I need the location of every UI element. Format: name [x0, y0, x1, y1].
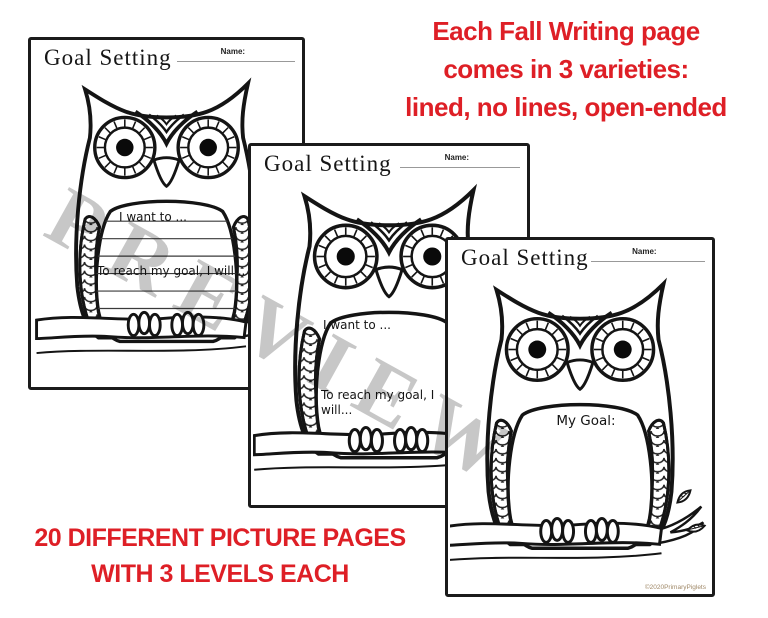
name-label: Name:	[632, 247, 657, 256]
writing-prompt: To reach my goal, I will...	[97, 264, 246, 278]
worksheet-page-open-ended: Goal Setting Name: My Goal: ©2020Primary…	[445, 237, 715, 597]
top-note-line: Each Fall Writing page	[432, 16, 700, 46]
name-line	[400, 167, 520, 168]
name-line	[177, 61, 295, 62]
top-note-line: lined, no lines, open-ended	[405, 92, 727, 122]
top-note-line: comes in 3 varieties:	[443, 54, 689, 84]
writing-prompt: My Goal:	[556, 413, 616, 429]
bottom-note: 20 DIFFERENT PICTURE PAGES WITH 3 LEVELS…	[8, 520, 432, 592]
bottom-note-line: WITH 3 LEVELS EACH	[91, 560, 349, 588]
copyright-text: ©2020PrimaryPiglets	[644, 584, 706, 591]
top-note: Each Fall Writing page comes in 3 variet…	[368, 12, 764, 126]
bottom-note-line: 20 DIFFERENT PICTURE PAGES	[34, 524, 406, 552]
writing-prompt: I want to ...	[119, 210, 187, 224]
page-title: Goal Setting	[264, 151, 392, 176]
writing-prompt: To reach my goal, I will...	[321, 388, 435, 417]
page-title: Goal Setting	[461, 245, 589, 270]
writing-prompt: I want to ...	[323, 318, 391, 332]
name-label: Name:	[444, 153, 470, 162]
name-label: Name:	[220, 47, 246, 56]
name-line	[590, 261, 705, 262]
page-title: Goal Setting	[44, 45, 172, 70]
